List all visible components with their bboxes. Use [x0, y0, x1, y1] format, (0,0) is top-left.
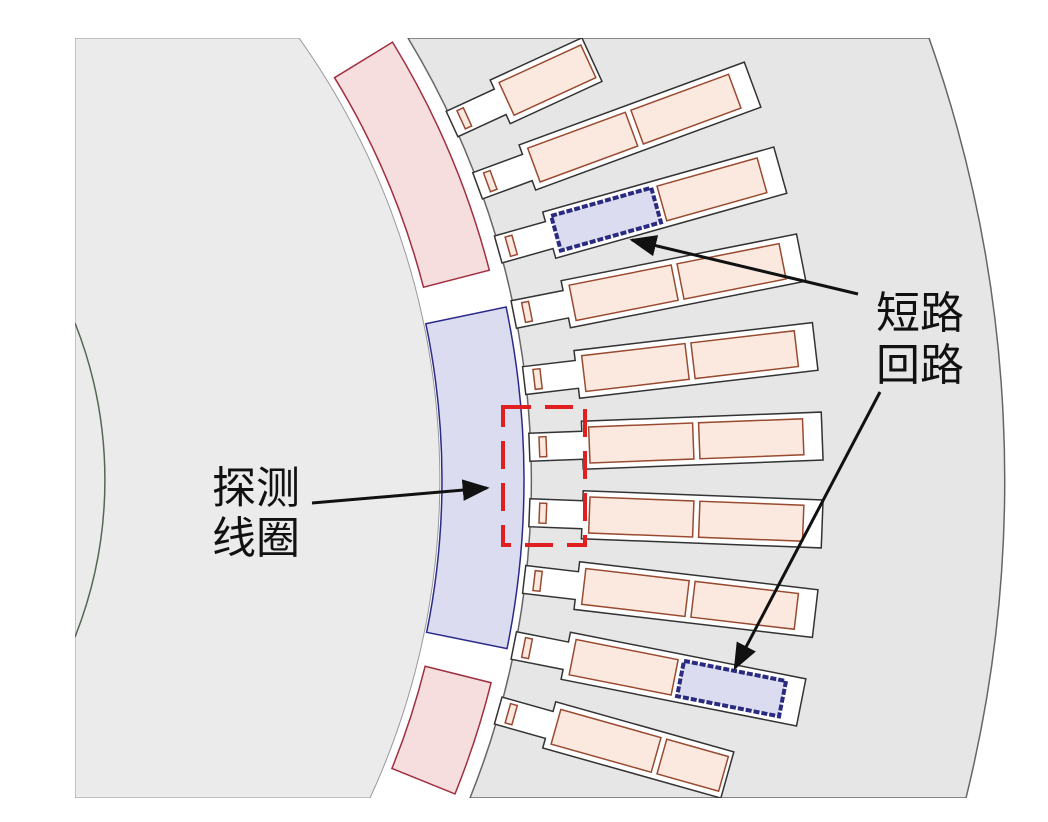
magnetic-pole-top [333, 41, 491, 289]
rotor [75, 38, 525, 798]
slot-wedge [504, 234, 519, 258]
stator-coil-inner [587, 422, 695, 464]
stator-coil-inner [568, 264, 680, 322]
rotor-core [75, 38, 441, 798]
stator-coil-inner [587, 496, 695, 538]
stator-slot [528, 489, 824, 549]
short-circuit-coil [548, 185, 664, 254]
shaft-circle [75, 322, 106, 638]
stator-coil-outer [690, 329, 800, 380]
stator-coil-outer [656, 157, 768, 222]
stator-coil-outer [656, 738, 730, 793]
stator-coil-outer [629, 73, 742, 145]
short-circuit-arrow-top [629, 235, 859, 296]
stator-slot [521, 321, 819, 400]
stator-coil-inner [580, 342, 690, 393]
probe-coil-arrow [311, 479, 490, 505]
stator-coil-inner [526, 111, 639, 183]
highlight-box [501, 405, 587, 547]
probe-coil-label-line2: 线圈 [212, 513, 300, 564]
stator-slot [521, 560, 819, 639]
slot-wedge [532, 367, 544, 391]
stator-slot [493, 696, 735, 798]
stator-coil-outer [697, 500, 805, 542]
stator-slot [471, 61, 762, 200]
stator-coil-outer [676, 242, 787, 301]
magnetic-pole-bottom [390, 665, 493, 795]
probe-coil-label-line1: 探测 [212, 463, 300, 514]
stator-slot [528, 411, 824, 471]
stator-coil-inner [580, 567, 690, 618]
short-circuit-label: 短路 回路 [876, 288, 964, 391]
short-circuit-label-line1: 短路 [876, 288, 964, 339]
stator-slot [445, 38, 603, 138]
stator-slots [445, 38, 824, 798]
stator-coil-outer [690, 580, 800, 631]
slot-wedge [538, 502, 548, 525]
slot-wedge [520, 300, 534, 324]
stator-slot [510, 630, 807, 727]
stator-coil-inner [550, 708, 662, 774]
slot-wedge [482, 169, 498, 193]
slot-wedge [532, 569, 544, 593]
probe-coil [424, 306, 525, 650]
short-circuit-coil [674, 658, 789, 719]
stator-coil-outer [697, 418, 805, 460]
stator-coil-inner [568, 638, 680, 696]
short-circuit-arrow-bottom [733, 391, 882, 671]
slot-wedge [504, 702, 519, 726]
slot-wedge [538, 435, 548, 458]
slot-wedge [455, 106, 473, 130]
stator-slot [493, 146, 788, 264]
short-circuit-label-line2: 回路 [876, 340, 964, 391]
stator-coil-inner [498, 43, 597, 117]
probe-coil-label: 探测 线圈 [212, 463, 300, 564]
slot-wedge [520, 636, 534, 660]
